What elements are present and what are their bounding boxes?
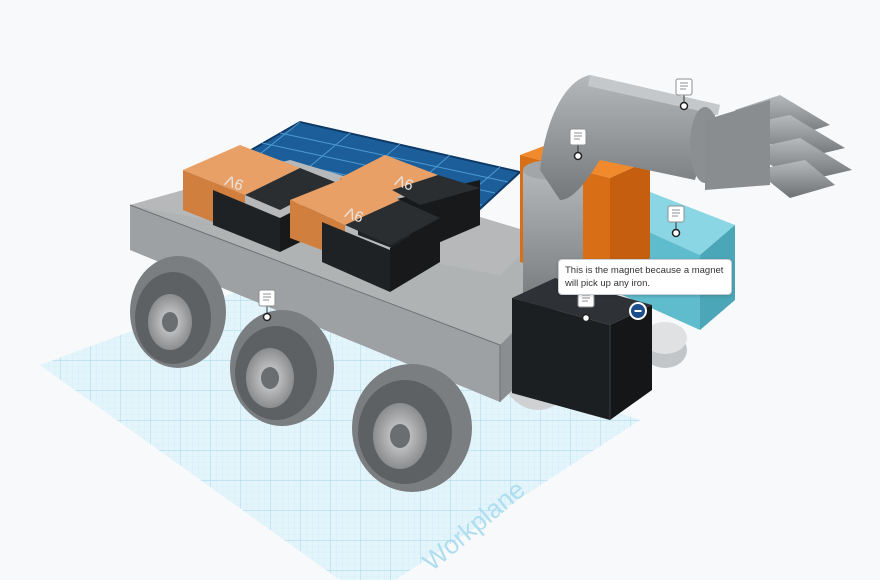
note-icon [263,293,271,301]
note-pin-cyan-box[interactable] [667,205,685,238]
battery-1-label: 9V [223,171,246,193]
battery-3-label: 9V [343,203,366,225]
note-tooltip-text: This is the magnet because a magnet will… [565,265,724,289]
wheel-front-left[interactable] [352,364,472,492]
wheel-rear-left[interactable] [130,256,226,368]
battery-2-label: 9V [393,171,416,193]
wheel-middle-left[interactable] [230,310,334,426]
battery-3[interactable]: 9V [290,178,440,292]
note-pin-arm-joint[interactable] [569,128,587,161]
note-icon [680,82,688,90]
note-tooltip: This is the magnet because a magnet will… [558,259,732,295]
note-icon [672,209,680,217]
note-icon [574,132,582,140]
note-pin-magnet[interactable] [577,290,595,323]
note-pin-arm-upper[interactable] [675,78,693,111]
claw-grabber[interactable] [705,95,852,198]
note-pin-chassis[interactable] [258,289,276,322]
minus-circle-icon[interactable] [629,302,647,320]
arm-base-cylinder[interactable] [643,322,687,368]
note-icon [582,294,590,302]
